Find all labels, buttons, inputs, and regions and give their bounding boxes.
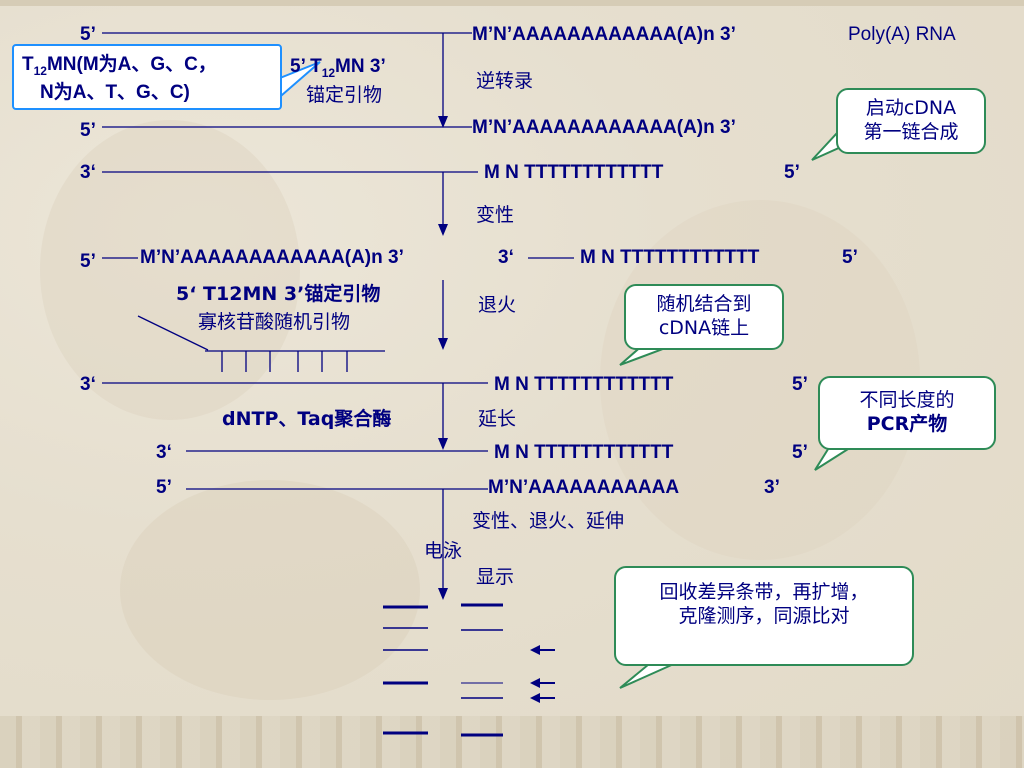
- three-prime-label: 3‘: [498, 247, 514, 268]
- three-prime-label: 3’: [764, 477, 780, 498]
- five-prime-label: 5’: [80, 120, 96, 141]
- random-primer-line: [137, 315, 209, 351]
- cdna-sequence: M N TTTTTTTTTTTT: [494, 442, 674, 463]
- texture-blot: [40, 120, 300, 420]
- five-prime-label: 5’: [792, 442, 808, 463]
- cdna-sequence: M N TTTTTTTTTTTT: [494, 374, 674, 395]
- callout-text: PCR产物: [866, 413, 948, 435]
- callout-recover: 回收差异条带，再扩增， 克隆测序，同源比对: [614, 566, 914, 666]
- rna-sequence: M’N’AAAAAAAAAAAA(A)n 3’: [140, 247, 404, 268]
- rna-sequence: M’N’AAAAAAAAAAAA(A)n 3’: [472, 117, 736, 138]
- anneal-label: 退火: [478, 294, 517, 316]
- callout-text: cDNA链上: [658, 317, 750, 339]
- callout-text: 回收差异条带，再扩增，: [659, 581, 869, 603]
- cdna-sequence: M N TTTTTTTTTTTT: [484, 162, 664, 183]
- random-primer-label: 寡核苷酸随机引物: [198, 311, 351, 333]
- five-prime-label: 5’: [784, 162, 800, 183]
- primer-note-line1: T12MN(M为A、G、C，: [22, 54, 217, 78]
- callout-text: 第一链合成: [863, 121, 959, 143]
- anchor-primer-cn: 锚定引物: [306, 84, 383, 106]
- difference-arrowhead: [530, 693, 540, 703]
- callout-text: 不同长度的: [859, 389, 955, 411]
- primer-note-line2: N为A、T、G、C): [40, 82, 190, 103]
- difference-arrowhead: [530, 645, 540, 655]
- callout-pcr-products: 不同长度的 PCR产物: [818, 376, 996, 450]
- poly-a-rna-label: Poly(A) RNA: [848, 24, 956, 45]
- flow-arrowhead: [438, 588, 448, 600]
- anchor-primer-2-label: 5‘ T12MN 3’锚定引物: [176, 283, 381, 305]
- flow-arrowhead: [438, 438, 448, 450]
- denature-label: 变性: [476, 204, 515, 226]
- electrophoresis-label: 电泳: [424, 540, 463, 562]
- five-prime-label: 5’: [842, 247, 858, 268]
- top-border: [0, 0, 1024, 6]
- new-strand-sequence: M’N’AAAAAAAAAAA: [488, 477, 680, 498]
- five-prime-label: 5’: [80, 251, 96, 272]
- dntp-taq-label: dNTP、Taq聚合酶: [222, 408, 392, 430]
- rna-sequence: M’N’AAAAAAAAAAAA(A)n 3’: [472, 24, 736, 45]
- callout-text: 启动cDNA: [865, 97, 957, 119]
- flow-arrowhead: [438, 338, 448, 350]
- primer-note-box: [12, 44, 282, 110]
- texture-blot: [120, 480, 420, 700]
- five-prime-label: 5’: [792, 374, 808, 395]
- flow-arrowhead: [438, 224, 448, 236]
- callout-random-bind: 随机结合到 cDNA链上: [624, 284, 784, 350]
- bottom-border: [0, 716, 1024, 768]
- anchor-primer-label: 5’ T12MN 3’: [290, 56, 386, 80]
- reverse-transcription-label: 逆转录: [476, 70, 534, 92]
- callout-text: 随机结合到: [656, 293, 752, 315]
- five-prime-label: 5’: [156, 477, 172, 498]
- five-prime-label: 5’: [80, 24, 96, 45]
- display-label: 显示: [476, 566, 515, 588]
- cdna-sequence: M N TTTTTTTTTTTT: [580, 247, 760, 268]
- flow-arrowhead: [438, 116, 448, 128]
- three-prime-label: 3‘: [156, 442, 172, 463]
- callout-text: 克隆测序，同源比对: [678, 605, 850, 627]
- three-prime-label: 3‘: [80, 374, 96, 395]
- extend-label: 延长: [478, 408, 517, 430]
- cycle-label: 变性、退火、延伸: [472, 510, 625, 532]
- callout-first-strand: 启动cDNA 第一链合成: [836, 88, 986, 154]
- three-prime-label: 3‘: [80, 162, 96, 183]
- difference-arrowhead: [530, 678, 540, 688]
